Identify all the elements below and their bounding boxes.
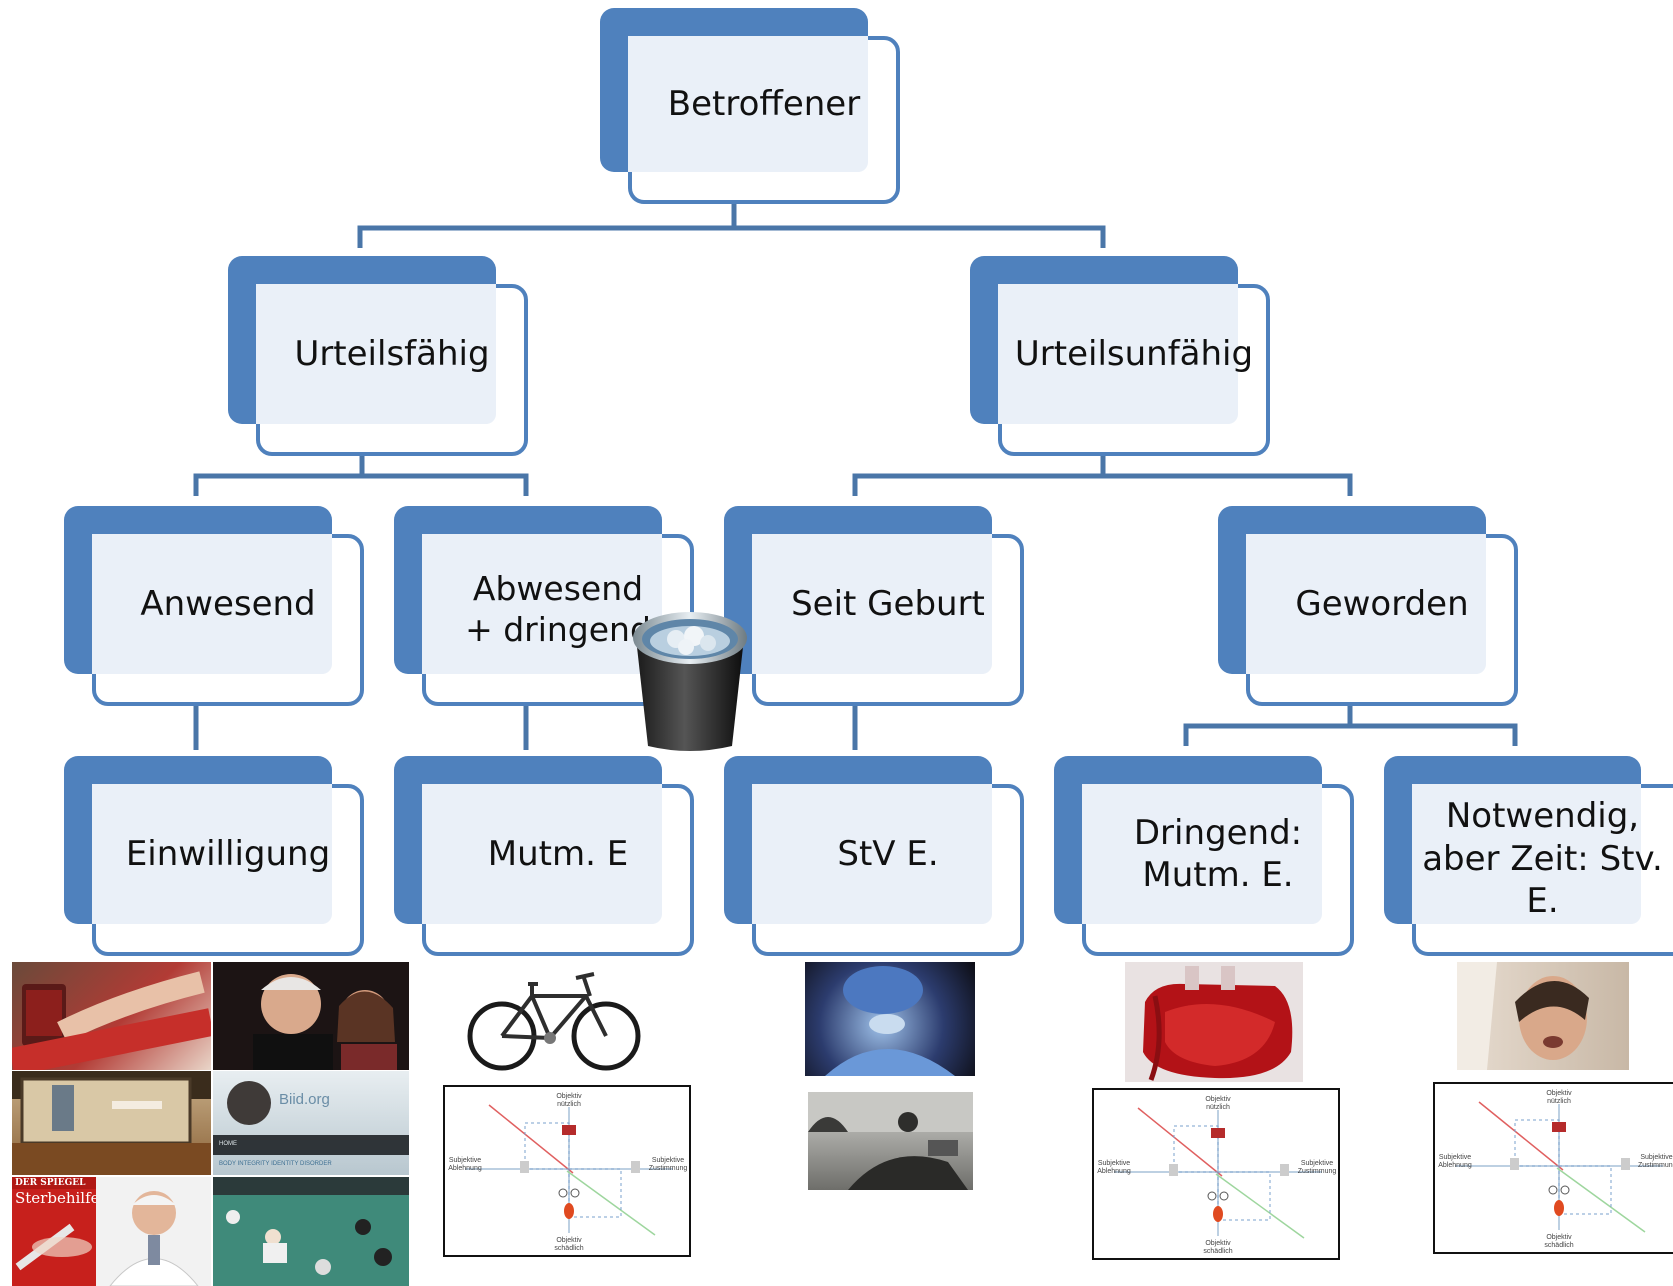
node-notwendig-stv: Notwendig, aber Zeit: Stv. E. <box>1384 756 1673 956</box>
decision-scheme-diagram: Objektiv nützlich Objektiv schädlich Sub… <box>1092 1088 1340 1260</box>
node-label: Dringend: Mutm. E. <box>1133 812 1303 896</box>
scheme-top-label: Objektiv nützlich <box>556 1093 582 1108</box>
doctor-portrait-photo <box>96 1177 211 1286</box>
prison-cell-photo <box>12 1071 211 1175</box>
node-label: Seit Geburt <box>791 583 985 624</box>
trash-bin-icon <box>633 612 747 751</box>
node-label: Urteilsfähig <box>294 333 490 374</box>
decision-scheme-diagram: Objektiv nützlich Objektiv schädlich Sub… <box>443 1085 691 1257</box>
node-label: Geworden <box>1295 583 1469 624</box>
node-einwilligung: Einwilligung <box>64 756 364 956</box>
surgeon-photo <box>805 962 975 1076</box>
decision-scheme-diagram: Objektiv nützlich Objektiv schädlich Sub… <box>1433 1082 1673 1254</box>
node-anwesend: Anwesend <box>64 506 364 706</box>
scheme-top-label: Objektiv nützlich <box>1546 1090 1572 1105</box>
blood-bag-photo <box>1125 962 1303 1082</box>
historical-photo <box>808 1092 973 1190</box>
biid-caption-text: BODY INTEGRITY IDENTITY DISORDER <box>219 1161 332 1167</box>
spiegel-masthead: DER SPIEGEL <box>12 1177 96 1189</box>
patient-portrait-photo <box>1457 962 1629 1070</box>
scheme-right-label: Subjektive Zustimmung <box>648 1157 688 1172</box>
node-urteilsfaehig: Urteilsfähig <box>228 256 528 456</box>
spiegel-title: Sterbehilfe <box>15 1189 96 1207</box>
scheme-left-label: Subjektive Ablehnung <box>1097 1160 1131 1175</box>
node-betroffener: Betroffener <box>600 8 900 204</box>
node-label: Mutm. E <box>487 833 629 874</box>
node-abwesend-dringend: Abwesend + dringend <box>394 506 694 706</box>
biid-menu-text: HOME <box>219 1141 237 1147</box>
node-urteilsunfaehig: Urteilsunfähig <box>970 256 1270 456</box>
biid-brand-text: Biid.org <box>279 1091 330 1108</box>
node-label: Notwendig, aber Zeit: Stv. E. <box>1422 796 1663 922</box>
node-stv-e: StV E. <box>724 756 1024 956</box>
node-mutm-e: Mutm. E <box>394 756 694 956</box>
scheme-left-label: Subjektive Ablehnung <box>1438 1154 1472 1169</box>
scheme-bottom-label: Objektiv schädlich <box>1544 1234 1574 1249</box>
spiegel-cover-photo: DER SPIEGEL Sterbehilfe <box>12 1177 96 1286</box>
scheme-bottom-label: Objektiv schädlich <box>554 1237 584 1252</box>
node-label: Abwesend + dringend <box>465 569 651 650</box>
bicycle-icon <box>467 972 641 1071</box>
scheme-left-label: Subjektive Ablehnung <box>448 1157 482 1172</box>
node-label: StV E. <box>837 833 939 874</box>
node-label: Urteilsunfähig <box>1014 333 1254 374</box>
politician-couple-photo <box>213 962 409 1070</box>
node-seit-geburt: Seit Geburt <box>724 506 1024 706</box>
node-label: Betroffener <box>667 83 861 124</box>
crowd-scene-photo <box>213 1177 409 1286</box>
scheme-bottom-label: Objektiv schädlich <box>1203 1240 1233 1255</box>
blood-donation-photo <box>12 962 211 1070</box>
node-dringend-mutm: Dringend: Mutm. E. <box>1054 756 1354 956</box>
scheme-right-label: Subjektive Zustimmung <box>1638 1154 1673 1169</box>
node-label: Einwilligung <box>125 833 331 874</box>
biid-website-screenshot: Biid.org HOME BODY INTEGRITY IDENTITY DI… <box>213 1071 409 1175</box>
scheme-top-label: Objektiv nützlich <box>1205 1096 1231 1111</box>
node-geworden: Geworden <box>1218 506 1518 706</box>
node-label: Anwesend <box>140 583 316 624</box>
scheme-right-label: Subjektive Zustimmung <box>1297 1160 1337 1175</box>
